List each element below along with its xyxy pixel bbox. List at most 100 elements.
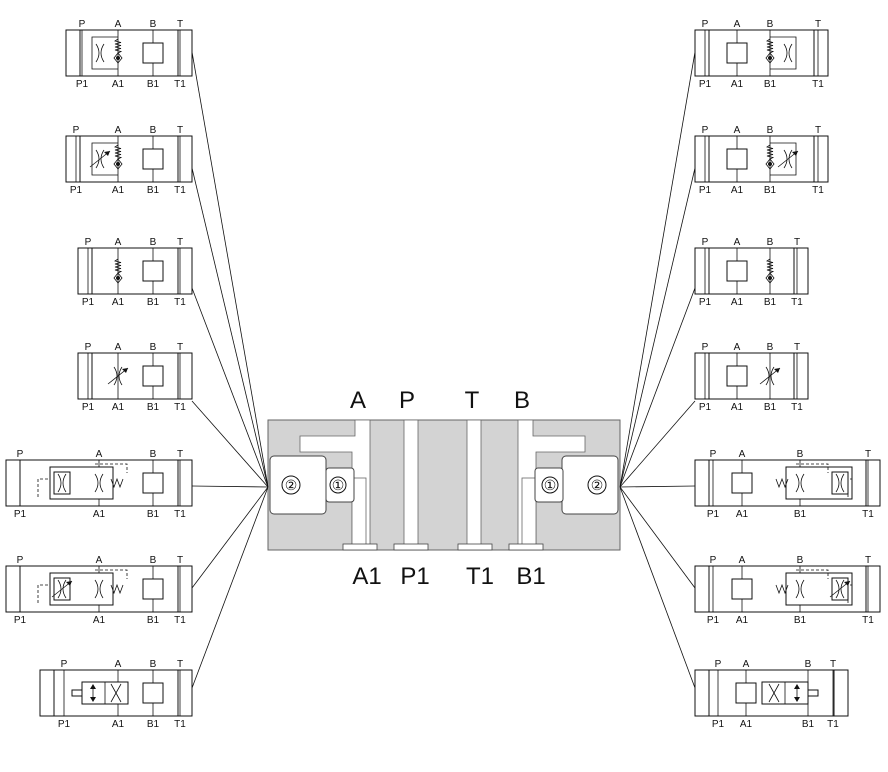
right-module-4-top-label-p: P [702, 342, 709, 353]
right-module-7-bottom-label-b1: B1 [802, 719, 815, 730]
right-module-3-bottom-label-b1: B1 [764, 297, 777, 308]
left-module-1-top-label-a: A [115, 19, 122, 30]
leader-lines [191, 51, 696, 689]
right-module-5-top-label-a: A [739, 449, 746, 460]
left-leader-line-5 [191, 485, 269, 488]
right-module-1-top-label-a: A [734, 19, 741, 30]
right-module-6-bottom-label-p1: P1 [707, 615, 720, 626]
valve-number-1-left: ① [332, 477, 345, 493]
right-module-4-adjustable-throttle [694, 352, 809, 400]
right-module-3-bottom-label-t1: T1 [791, 297, 803, 308]
left-module-7-solenoid-check [39, 669, 193, 717]
right-leader-line-5 [619, 485, 696, 488]
left-module-2-top-label-a: A [115, 125, 122, 136]
left-leader-line-7 [191, 486, 269, 689]
port-label-a1: A1 [352, 563, 381, 590]
valve-number-1-right: ① [544, 477, 557, 493]
left-module-1-top-label-t: T [177, 19, 183, 30]
left-module-1-bottom-label-b1: B1 [147, 79, 160, 90]
right-module-4-top-label-t: T [794, 342, 800, 353]
right-module-1-bottom-label-b1: B1 [764, 79, 777, 90]
right-module-1-top-label-p: P [702, 19, 709, 30]
left-module-3-bottom-label-t1: T1 [174, 297, 186, 308]
right-module-1-top-label-t: T [815, 19, 821, 30]
port-label-t1: T1 [466, 563, 494, 590]
right-module-6-bottom-label-b1: B1 [794, 615, 807, 626]
left-module-5-bottom-label-a1: A1 [93, 509, 106, 520]
port-label-b: B [514, 387, 530, 414]
left-module-7-top-label-t: T [177, 659, 183, 670]
left-module-1-top-label-b: B [150, 19, 157, 30]
right-leader-line-4 [619, 400, 696, 488]
right-module-7-bottom-label-a1: A1 [740, 719, 753, 730]
left-module-6-top-label-b: B [150, 555, 157, 566]
left-module-7-top-label-a: A [115, 659, 122, 670]
right-module-6-bottom-label-t1: T1 [862, 615, 874, 626]
left-module-5-top-label-p: P [17, 449, 24, 460]
right-module-4-bottom-label-b1: B1 [764, 402, 777, 413]
right-module-2-bottom-label-p1: P1 [699, 185, 712, 196]
left-cartridge [269, 455, 355, 515]
left-module-4-bottom-label-b1: B1 [147, 402, 160, 413]
right-leader-line-1 [619, 51, 696, 488]
left-module-2-check-adjustable-throttle [65, 135, 193, 183]
left-module-5-bottom-label-p1: P1 [14, 509, 27, 520]
left-module-7-top-label-p: P [61, 659, 68, 670]
right-module-4-top-label-b: B [767, 342, 774, 353]
left-module-2-bottom-label-a1: A1 [112, 185, 125, 196]
left-leader-line-2 [191, 167, 269, 488]
left-module-6-bottom-label-p1: P1 [14, 615, 27, 626]
left-module-6-top-label-t: T [177, 555, 183, 566]
left-module-4-top-label-p: P [85, 342, 92, 353]
port-label-a: A [350, 387, 366, 414]
right-leader-line-3 [619, 287, 696, 488]
left-module-5-pilot-throttle [5, 459, 193, 507]
left-module-4-bottom-label-p1: P1 [82, 402, 95, 413]
right-module-4-bottom-label-a1: A1 [731, 402, 744, 413]
left-module-1-bottom-label-t1: T1 [174, 79, 186, 90]
right-module-2-top-label-t: T [815, 125, 821, 136]
left-module-1-bottom-label-a1: A1 [112, 79, 125, 90]
right-module-1-check-throttle [694, 29, 829, 77]
right-module-2-bottom-label-t1: T1 [812, 185, 824, 196]
right-leader-line-7 [619, 486, 696, 689]
right-module-7-top-label-t: T [830, 659, 836, 670]
left-module-2-top-label-b: B [150, 125, 157, 136]
left-module-3-bottom-label-p1: P1 [82, 297, 95, 308]
right-module-4-bottom-label-p1: P1 [699, 402, 712, 413]
right-module-2-top-label-p: P [702, 125, 709, 136]
left-module-6-pilot-adjustable-throttle [5, 565, 193, 613]
port-label-p: P [399, 387, 415, 414]
right-module-7-top-label-p: P [715, 659, 722, 670]
left-module-7-bottom-label-b1: B1 [147, 719, 160, 730]
left-leader-line-3 [191, 287, 269, 488]
left-leader-line-4 [191, 400, 269, 488]
valve-number-2-right: ② [591, 477, 604, 493]
left-module-2-top-label-t: T [177, 125, 183, 136]
left-module-5-bottom-label-t1: T1 [174, 509, 186, 520]
left-module-3-top-label-t: T [177, 237, 183, 248]
left-module-4-top-label-t: T [177, 342, 183, 353]
left-module-6-top-label-p: P [17, 555, 24, 566]
left-module-6-top-label-a: A [96, 555, 103, 566]
right-module-7-bottom-label-p1: P1 [712, 719, 725, 730]
port-label-p1: P1 [400, 563, 429, 590]
left-module-3-top-label-a: A [115, 237, 122, 248]
right-module-5-bottom-label-a1: A1 [736, 509, 749, 520]
left-module-1-check-throttle [65, 29, 193, 77]
right-module-6-pilot-adjustable-throttle [694, 565, 881, 613]
left-module-7-bottom-label-p1: P1 [58, 719, 71, 730]
right-module-3-top-label-b: B [767, 237, 774, 248]
left-module-3-top-label-b: B [150, 237, 157, 248]
valve-number-2-left: ② [285, 477, 298, 493]
left-module-2-bottom-label-p1: P1 [70, 185, 83, 196]
left-module-3-bottom-label-a1: A1 [112, 297, 125, 308]
left-module-7-bottom-label-t1: T1 [174, 719, 186, 730]
right-module-5-top-label-p: P [710, 449, 717, 460]
right-module-1-bottom-label-p1: P1 [699, 79, 712, 90]
left-module-5-bottom-label-b1: B1 [147, 509, 160, 520]
right-module-1-bottom-label-t1: T1 [812, 79, 824, 90]
right-module-5-bottom-label-p1: P1 [707, 509, 720, 520]
left-module-2-bottom-label-t1: T1 [174, 185, 186, 196]
